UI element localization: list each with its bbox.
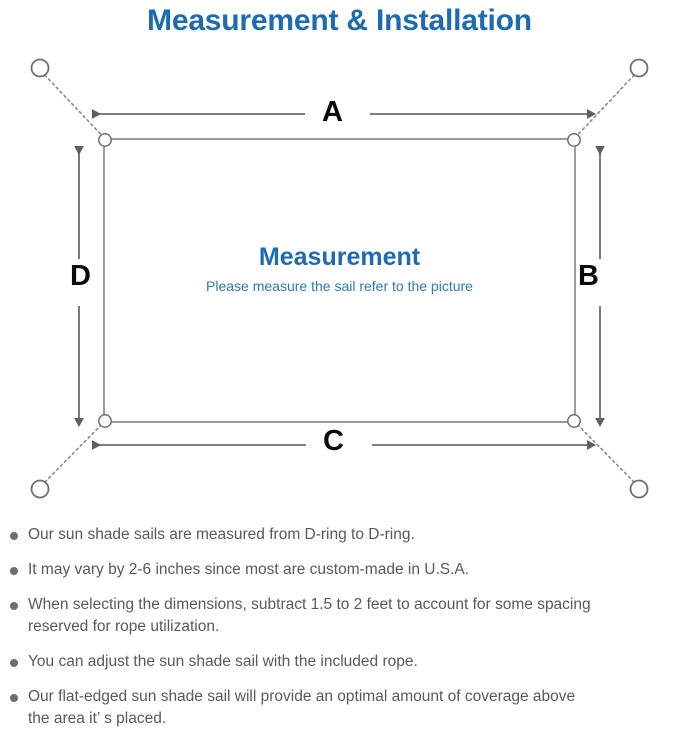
bullet-icon xyxy=(10,694,18,702)
rope-bottom-right xyxy=(570,417,639,487)
anchor-bottom-right-icon xyxy=(629,479,649,499)
anchor-top-right-icon xyxy=(629,58,649,78)
list-item: It may vary by 2-6 inches since most are… xyxy=(0,559,679,581)
list-item-text: It may vary by 2-6 inches since most are… xyxy=(28,561,470,578)
d-ring-bottom-right-icon xyxy=(567,414,581,428)
anchor-ropes xyxy=(40,70,639,487)
list-item-text: Our flat-edged sun shade sail will provi… xyxy=(28,688,576,727)
rope-top-right xyxy=(570,70,639,143)
bullet-icon xyxy=(10,659,18,667)
anchor-bottom-left-icon xyxy=(30,479,50,499)
list-item-text: Our sun shade sails are measured from D-… xyxy=(28,526,415,543)
list-item-text: When selecting the dimensions, subtract … xyxy=(28,596,591,635)
d-rings xyxy=(98,133,581,428)
anchor-top-left-icon xyxy=(30,58,50,78)
d-ring-top-right-icon xyxy=(567,133,581,147)
bullet-icon xyxy=(10,532,18,540)
rope-bottom-left xyxy=(40,417,109,487)
list-item: Our flat-edged sun shade sail will provi… xyxy=(0,686,679,730)
list-item-text: You can adjust the sun shade sail with t… xyxy=(28,653,418,670)
diagram-svg xyxy=(30,58,649,499)
d-ring-top-left-icon xyxy=(98,133,112,147)
list-item: When selecting the dimensions, subtract … xyxy=(0,594,679,638)
bullet-icon xyxy=(10,602,18,610)
notes-list: Our sun shade sails are measured from D-… xyxy=(0,524,679,730)
dimension-label-a: A xyxy=(322,96,343,128)
dimension-label-b: B xyxy=(578,260,599,292)
measurement-diagram xyxy=(0,46,679,516)
anchor-points xyxy=(30,58,649,499)
bullet-icon xyxy=(10,567,18,575)
dimension-label-c: C xyxy=(323,425,344,457)
list-item: You can adjust the sun shade sail with t… xyxy=(0,651,679,673)
page-title: Measurement & Installation xyxy=(147,4,532,37)
dimension-label-d: D xyxy=(70,260,91,292)
sail-outline xyxy=(103,138,576,423)
list-item: Our sun shade sails are measured from D-… xyxy=(0,524,679,546)
d-ring-bottom-left-icon xyxy=(98,414,112,428)
rope-top-left xyxy=(40,70,109,143)
